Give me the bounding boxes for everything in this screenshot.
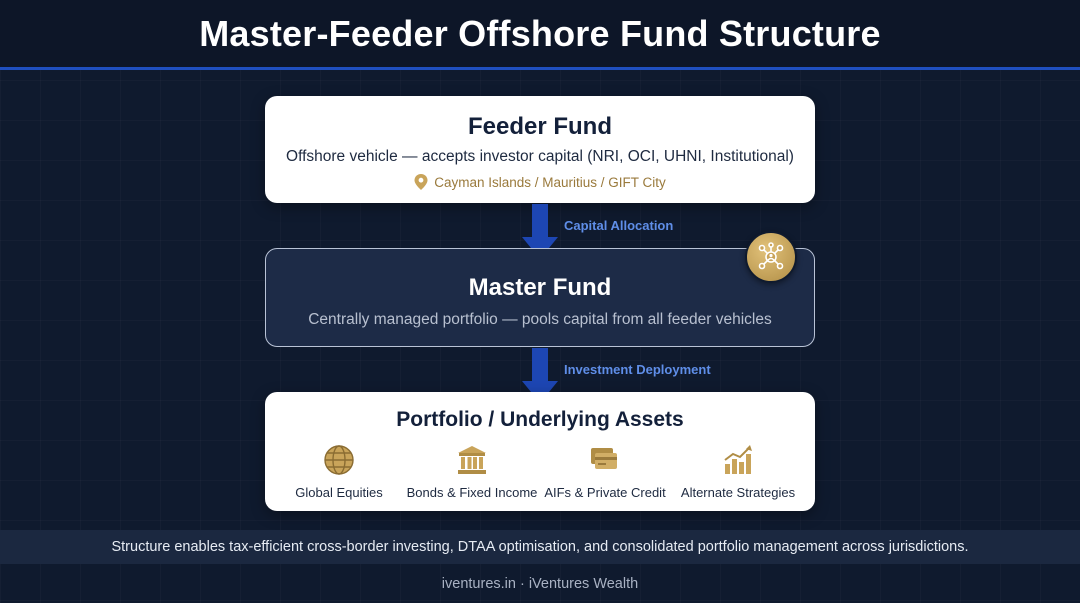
master-fund-card: Master Fund Centrally managed portfolio … [265,248,815,347]
portfolio-title: Portfolio / Underlying Assets [396,408,684,431]
asset-label: Alternate Strategies [680,485,796,500]
feeder-fund-title: Feeder Fund [467,113,612,140]
asset-label: AIFs & Private Credit [544,485,666,500]
footer-note-band: Structure enables tax-efficient cross-bo… [0,530,1080,564]
capital-allocation-label: Capital Allocation [564,218,674,233]
footer-credit: iventures.in · iVentures Wealth [441,576,639,592]
asset-item-alternate: Alternate Strategies [668,444,808,500]
page-title: Master-Feeder Offshore Fund Structure [199,12,881,54]
feeder-location: Cayman Islands / Mauritius / GIFT City [265,174,815,190]
asset-item-bonds: Bonds & Fixed Income [402,444,542,500]
feeder-fund-subtitle: Offshore vehicle — accepts investor capi… [286,148,794,165]
asset-label: Bonds & Fixed Income [406,485,538,500]
asset-item-global-equities: Global Equities [269,444,409,500]
cards-icon [591,448,617,469]
asset-label: Global Equities [295,485,383,500]
globe-icon [324,445,354,475]
master-fund-title: Master Fund [468,274,612,301]
bank-icon [458,446,486,474]
asset-item-aifs: AIFs & Private Credit [535,444,675,500]
bar-chart-icon [724,445,752,474]
network-hub-icon [745,231,797,283]
feeder-location-text: Cayman Islands / Mauritius / GIFT City [434,174,666,190]
asset-list: Global Equities Bonds & Fixed Income AIF… [265,444,815,504]
map-pin-icon [414,174,428,190]
footer-note: Structure enables tax-efficient cross-bo… [111,539,969,555]
feeder-fund-card: Feeder Fund Offshore vehicle — accepts i… [265,96,815,203]
master-fund-subtitle: Centrally managed portfolio — pools capi… [308,311,772,328]
title-bar: Master-Feeder Offshore Fund Structure [0,0,1080,70]
portfolio-card: Portfolio / Underlying Assets Global Equ… [265,392,815,511]
investment-deployment-label: Investment Deployment [564,362,711,377]
